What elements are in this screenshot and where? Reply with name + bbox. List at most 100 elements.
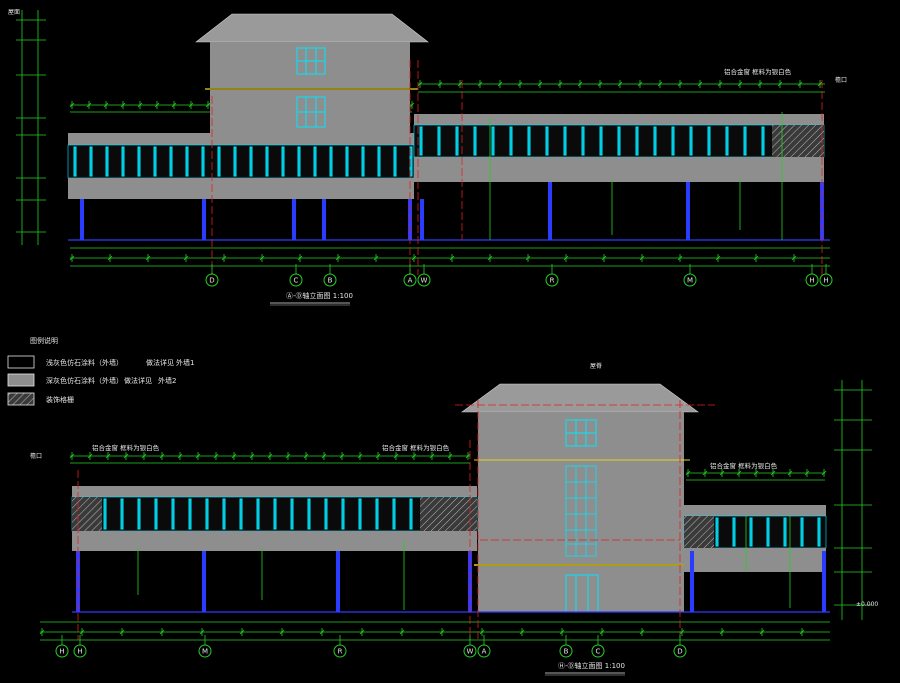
- legend-swatch-hatch: [7, 392, 35, 406]
- axis-bubble-icon: [463, 644, 477, 658]
- bottom-dimension-ticks: [39, 452, 827, 636]
- top-left-dimension-chain: [16, 10, 46, 245]
- bottom-right-wing-hatch: [684, 516, 714, 548]
- column: [420, 199, 424, 240]
- bottom-horizontal-dimensions: [40, 455, 830, 641]
- axis-bubble-icon: [591, 644, 605, 658]
- axis-label: R: [338, 648, 343, 656]
- column: [322, 199, 326, 240]
- axis-bubble-icon: [403, 273, 417, 287]
- top-right-wing-wall-upper: [414, 114, 824, 125]
- axis-bubble-icon: [805, 273, 819, 287]
- bottom-tower-base: [478, 566, 684, 612]
- bottom-tower-window-top: [565, 419, 597, 447]
- axis-label: B: [328, 277, 333, 285]
- axis-label: M: [687, 277, 693, 285]
- legend-item-1-code: 做法详见: [146, 358, 174, 367]
- top-left-tag: 屋面: [8, 9, 20, 16]
- top-elevation-title: Ⓐ-Ⓓ轴立面图 1:100: [286, 291, 353, 300]
- top-right-wing-wall-lower: [414, 157, 824, 182]
- axis-label: D: [209, 277, 214, 285]
- axis-label: H: [809, 277, 814, 285]
- bottom-axis-lines: [77, 400, 715, 640]
- legend-heading: 图例说明: [30, 336, 58, 345]
- axis-bubble-icon: [55, 644, 69, 658]
- legend-item-1-text: 浅灰色仿石涂料（外墙）: [46, 358, 123, 367]
- axis-label: D: [677, 648, 682, 656]
- axis-bubble-icon: [323, 273, 337, 287]
- axis-bubble-icon: [289, 273, 303, 287]
- top-tower-window-lower: [296, 96, 326, 128]
- top-tower-window-upper: [296, 47, 326, 75]
- column: [822, 551, 826, 612]
- top-left-wing-windows: [73, 146, 413, 177]
- axis-bubble-icon: [477, 644, 491, 658]
- legend-item-1-note: 外墙1: [176, 358, 194, 367]
- axis-bubble-icon: [673, 644, 687, 658]
- column: [820, 182, 824, 240]
- legend-item-2-note: 外墙2: [158, 376, 176, 385]
- bottom-roof-tag: 屋脊: [590, 362, 602, 370]
- legend-swatch-white: [7, 355, 35, 369]
- top-tower-roof: [195, 13, 429, 43]
- axis-label: H: [823, 277, 828, 285]
- bottom-mid-note: 铝合金窗 框料为银白色: [382, 443, 450, 452]
- bottom-left-wing-wall-lower: [72, 531, 477, 551]
- bottom-tower-wall: [478, 412, 684, 564]
- bottom-tower-roof: [461, 383, 699, 413]
- axis-bubble-icon: [198, 644, 212, 658]
- axis-label: A: [408, 277, 413, 285]
- top-axis-lines: [211, 60, 823, 275]
- axis-bubble-icon: [819, 273, 833, 287]
- legend-item-3-text: 装饰格栅: [46, 395, 74, 404]
- axis-label: A: [482, 648, 487, 656]
- top-left-wing-wall-upper: [68, 133, 414, 145]
- axis-bubble-icon: [73, 644, 87, 658]
- axis-label: M: [202, 648, 208, 656]
- column: [80, 199, 84, 240]
- top-left-wing-wall-lower: [68, 178, 414, 199]
- column: [690, 551, 694, 612]
- column: [548, 182, 552, 240]
- bottom-right-dimension-chain: [834, 380, 872, 620]
- top-tower-upper-wall: [210, 42, 410, 88]
- axis-label: W: [467, 648, 474, 656]
- bottom-right-wing-wall-lower: [684, 548, 826, 572]
- axis-label: H: [77, 648, 82, 656]
- axis-label: B: [564, 648, 569, 656]
- bottom-left-wing-hatch-left: [72, 497, 102, 531]
- legend-item-2-text: 深灰色仿石涂料（外墙）: [46, 376, 123, 385]
- bottom-right-wing-windows: [715, 517, 821, 547]
- top-right-wing-windows: [419, 126, 765, 156]
- top-right-note: 铝合金窗 框料为银白色: [724, 67, 792, 76]
- bottom-elevation-title: Ⓗ-Ⓓ轴立面图 1:100: [558, 661, 625, 670]
- bottom-right-wing-wall-upper: [684, 505, 826, 516]
- axis-label: R: [550, 277, 555, 285]
- column: [202, 199, 206, 240]
- axis-label: W: [421, 277, 428, 285]
- axis-bubble-icon: [417, 273, 431, 287]
- bottom-left-wing-wall-upper: [72, 486, 477, 497]
- bottom-right-note: 铝合金窗 框料为银白色: [710, 461, 778, 470]
- bottom-left-note: 铝合金窗 框料为银白色: [92, 443, 160, 452]
- axis-label: C: [294, 277, 299, 285]
- legend-swatch-gray: [7, 373, 35, 387]
- axis-bubble-icon: [545, 273, 559, 287]
- axis-bubble-icon: [333, 644, 347, 658]
- top-right-tag: 檐口: [835, 76, 847, 84]
- column: [336, 551, 340, 612]
- bottom-ground-elevation: ±0.000: [856, 601, 878, 608]
- column: [202, 551, 206, 612]
- bottom-left-wing-windows: [103, 498, 413, 530]
- legend: 图例说明 浅灰色仿石涂料（外墙） 做法详见 外墙1 深灰色仿石涂料（外墙） 做法…: [7, 336, 194, 406]
- axis-bubble-icon: [683, 273, 697, 287]
- axis-label: C: [596, 648, 601, 656]
- bottom-left-wing-hatch-right: [420, 497, 477, 531]
- axis-bubble-icon: [559, 644, 573, 658]
- column: [686, 182, 690, 240]
